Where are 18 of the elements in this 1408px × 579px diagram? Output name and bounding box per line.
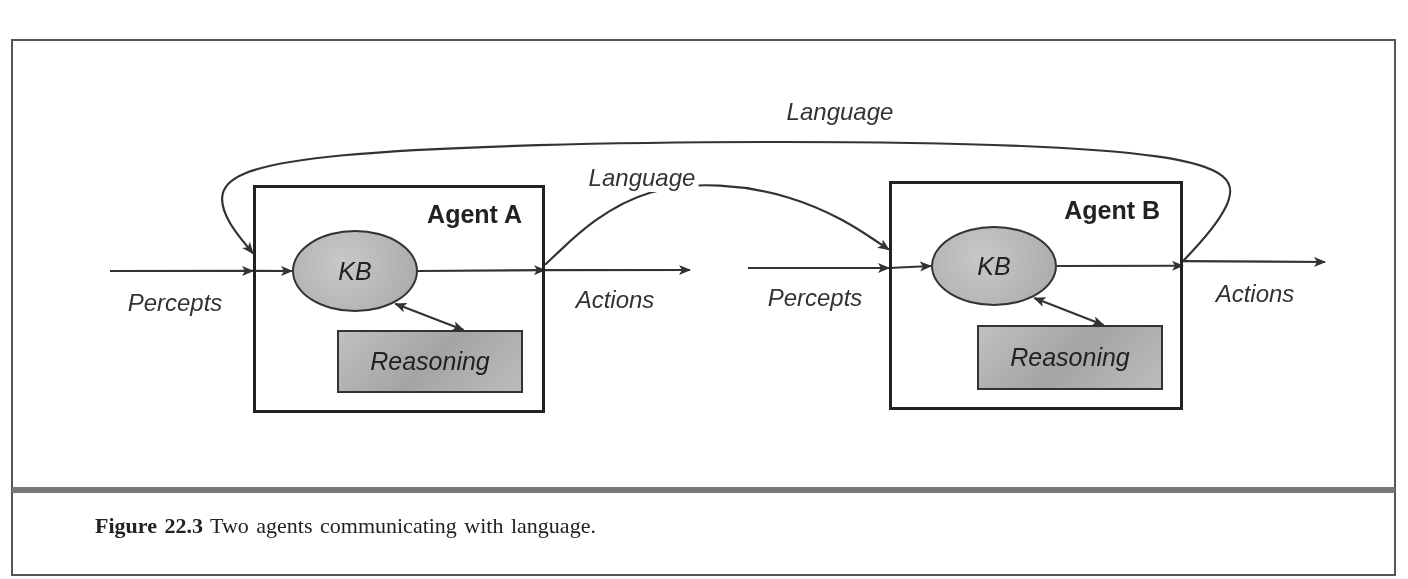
arrow: [544, 184, 890, 266]
agent-title: Agent A: [427, 200, 522, 229]
arrow: [253, 266, 293, 276]
arrow: [1033, 296, 1105, 327]
arrow: [110, 265, 254, 276]
arrow: [748, 263, 890, 273]
reasoning-box: Reasoning: [977, 325, 1163, 390]
agent-box: [253, 185, 545, 413]
arrow: [1183, 256, 1326, 267]
arrow: [394, 302, 465, 332]
agent-box: [889, 181, 1183, 410]
reasoning-box: Reasoning: [337, 330, 523, 393]
knowledge-base-ellipse: KB: [292, 230, 418, 312]
arrow: [545, 265, 691, 275]
knowledge-base-ellipse: KB: [931, 226, 1057, 306]
agent-title: Agent B: [1064, 196, 1160, 225]
arrow: [221, 140, 1232, 262]
figure-caption: Figure 22.3 Two agents communicating with language.: [95, 513, 596, 539]
